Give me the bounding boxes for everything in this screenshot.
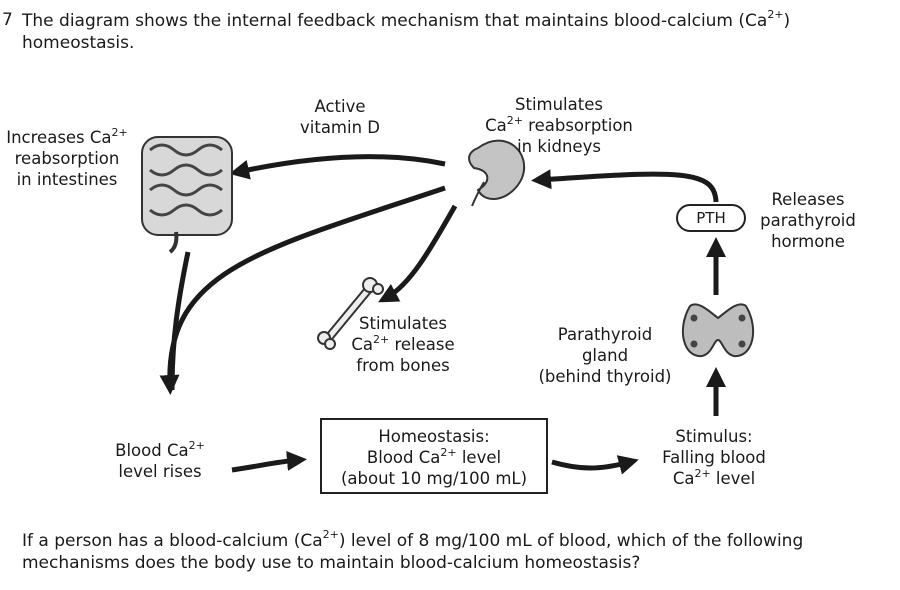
homeostasis-box	[320, 418, 548, 494]
pth-label: PTH	[676, 204, 746, 232]
label-kidneys: Stimulates Ca2+ reabsorption in kidneys	[485, 95, 633, 156]
intro-text: The diagram shows the internal feedback …	[22, 8, 791, 53]
question-text: If a person has a blood-calcium (Ca2+) l…	[22, 528, 804, 573]
arrow-kidney-to-intestine	[229, 154, 446, 180]
parathyroid-gland-icon	[681, 303, 755, 358]
arrow-homeostasis-to-stimulus	[551, 455, 639, 475]
label-stimulus: Stimulus: Falling blood Ca2+ level	[662, 427, 766, 488]
arrow-pth-to-kidney	[531, 169, 719, 203]
label-blood-rises: Blood Ca2+ level rises	[115, 438, 205, 482]
arrow-intestine-to-blood	[169, 251, 191, 391]
label-active-vitamin-d: Active vitamin D	[300, 97, 380, 137]
kidney-icon	[468, 139, 525, 207]
label-intestines: Increases Ca2+ reabsorption in intestine…	[6, 125, 128, 190]
arrow-blood-to-homeostasis	[231, 450, 307, 473]
label-releases-pth: Releases parathyroid hormone	[760, 190, 856, 251]
bone-icon	[317, 277, 384, 350]
arrow-kidney-to-bones	[378, 204, 458, 303]
question-number: 7	[2, 10, 13, 30]
intestine-icon	[141, 136, 233, 254]
label-homeostasis: Homeostasis: Blood Ca2+ level (about 10 …	[340, 427, 528, 488]
label-parathyroid-gland: Parathyroid gland (behind thyroid)	[538, 325, 672, 386]
label-bones: Stimulates Ca2+ release from bones	[351, 314, 455, 375]
